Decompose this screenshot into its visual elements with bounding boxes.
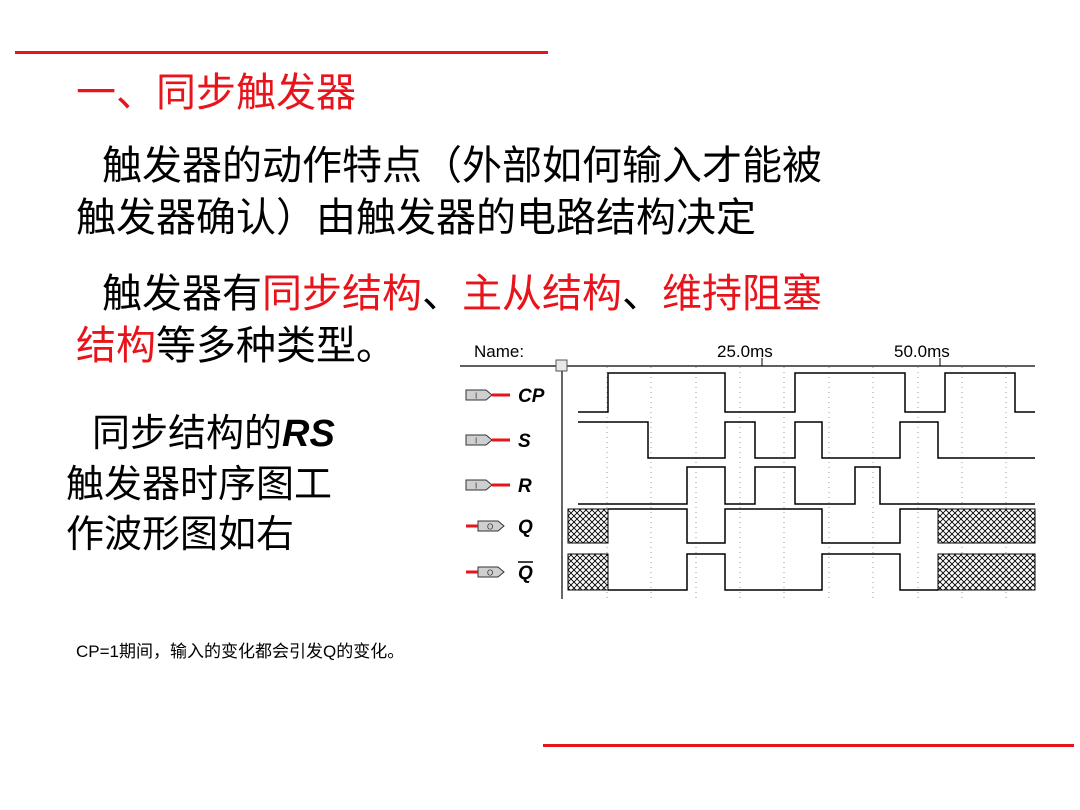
grid-lines bbox=[606, 367, 1007, 598]
q-waveform bbox=[608, 508, 938, 544]
output-pin-icon: O bbox=[466, 520, 505, 532]
slide-title: 一、同步触发器 bbox=[76, 70, 356, 116]
svg-text:I: I bbox=[475, 392, 477, 401]
caption-line: 作波形图如右 bbox=[66, 512, 295, 556]
time-label-25: 25.0ms bbox=[717, 342, 773, 361]
highlight-structure: 结构 bbox=[76, 323, 156, 369]
paragraph-text: 等多种类型。 bbox=[156, 323, 396, 369]
footnote: CP=1期间，输入的变化都会引发Q的变化。 bbox=[76, 642, 405, 661]
name-column-label: Name: bbox=[474, 342, 524, 361]
svg-text:I: I bbox=[475, 437, 477, 446]
paragraph-types: 触发器有同步结构、主从结构、维持阻塞 结构等多种类型。 bbox=[76, 268, 822, 372]
highlight-master-slave: 主从结构 bbox=[462, 271, 622, 317]
time-label-50: 50.0ms bbox=[894, 342, 950, 361]
top-rule bbox=[15, 51, 548, 54]
signal-name: CP bbox=[518, 386, 545, 407]
svg-text:O: O bbox=[487, 523, 493, 532]
q-undefined-start bbox=[567, 508, 609, 544]
output-pin-icon: O bbox=[466, 566, 505, 578]
qbar-waveform bbox=[608, 553, 938, 591]
input-pin-icon: I bbox=[465, 389, 510, 401]
highlight-sync-structure: 同步结构 bbox=[262, 271, 422, 317]
paragraph-line: 触发器确认）由触发器的电路结构决定 bbox=[76, 192, 822, 244]
separator: 、 bbox=[622, 271, 662, 317]
paragraph-line: 触发器的动作特点（外部如何输入才能被 bbox=[76, 140, 822, 192]
highlight-edge-triggered: 维持阻塞 bbox=[662, 271, 822, 317]
cp-waveform bbox=[578, 372, 1035, 413]
q-undefined-end bbox=[937, 508, 1036, 544]
caption-line: 触发器时序图工 bbox=[66, 462, 333, 506]
input-pin-icon: I bbox=[465, 479, 510, 491]
signal-name: S bbox=[518, 431, 531, 452]
signal-name: Q bbox=[518, 563, 533, 584]
qbar-undefined-start bbox=[567, 553, 609, 591]
paragraph-characteristics: 触发器的动作特点（外部如何输入才能被 触发器确认）由触发器的电路结构决定 bbox=[76, 140, 822, 244]
bottom-rule bbox=[543, 744, 1074, 747]
caption-rs: RS bbox=[282, 413, 335, 455]
paragraph-line: 触发器有同步结构、主从结构、维持阻塞 bbox=[76, 268, 822, 320]
paragraph-line: 结构等多种类型。 bbox=[76, 320, 822, 372]
separator: 、 bbox=[422, 271, 462, 317]
svg-text:I: I bbox=[475, 482, 477, 491]
caption-line: 同步结构的RS bbox=[66, 408, 335, 459]
s-waveform bbox=[578, 421, 1035, 459]
signal-cp: I CP bbox=[465, 386, 545, 407]
timing-caption: 同步结构的RS 触发器时序图工 作波形图如右 bbox=[66, 408, 335, 559]
paragraph-text: 触发器确认）由触发器的电路结构决定 bbox=[76, 195, 756, 241]
svg-text:O: O bbox=[487, 569, 493, 578]
qbar-undefined-end bbox=[937, 553, 1036, 591]
paragraph-text: 触发器的动作特点（外部如何输入才能被 bbox=[102, 143, 822, 189]
paragraph-text: 触发器有 bbox=[102, 271, 262, 317]
r-waveform bbox=[578, 466, 1035, 505]
caption-text: 同步结构的 bbox=[92, 411, 283, 455]
input-pin-icon: I bbox=[465, 434, 510, 446]
signal-name: R bbox=[518, 476, 532, 497]
signal-name: Q bbox=[518, 517, 533, 538]
time-cursor-handle bbox=[555, 359, 568, 372]
